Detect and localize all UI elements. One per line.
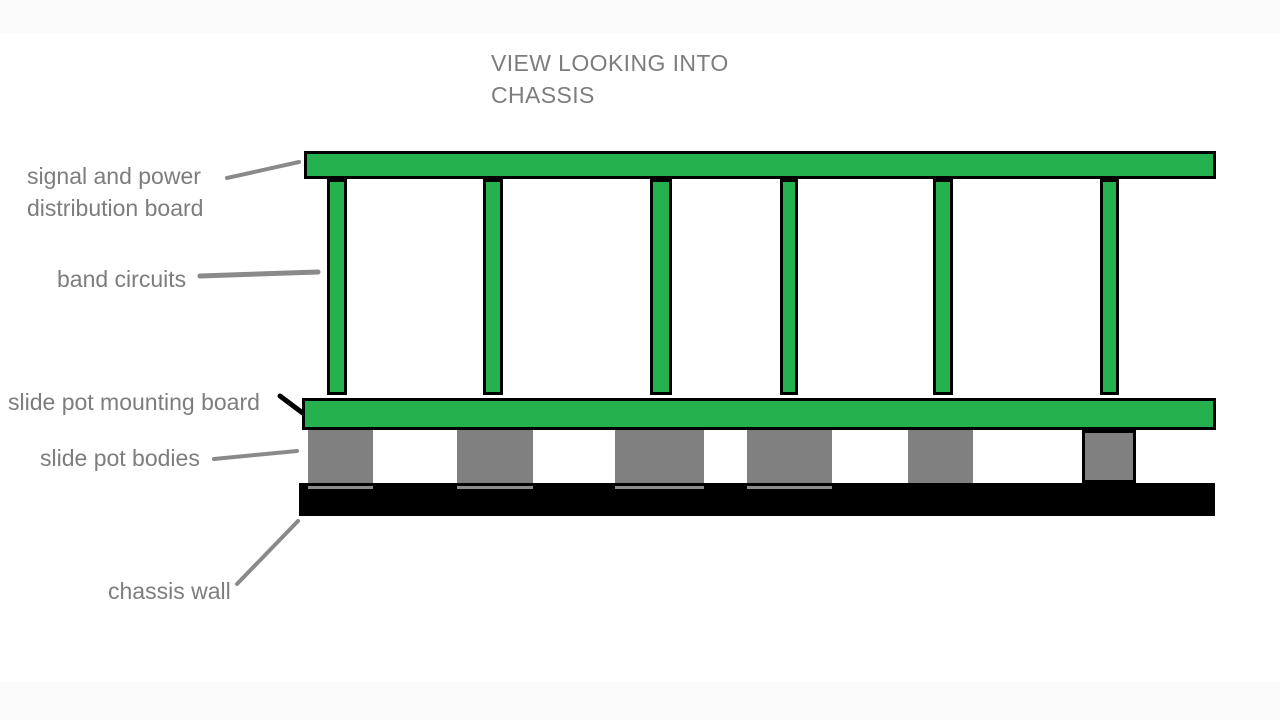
band-circuit-board-6 xyxy=(1100,179,1119,395)
label-signal-power-distribution-board: signal and power distribution board xyxy=(27,160,203,224)
slide-pot-slot-line-1 xyxy=(308,486,373,489)
slide-pot-mounting-board xyxy=(302,398,1216,430)
top-shade-band xyxy=(0,0,1280,34)
bottom-shade-band xyxy=(0,682,1280,720)
slide-pot-body-3 xyxy=(615,430,704,483)
label-signal-power-line-1: signal and power xyxy=(27,163,201,189)
slide-pot-body-5 xyxy=(908,430,973,483)
leader-chassis-wall xyxy=(235,519,300,586)
leader-band-circuits xyxy=(197,269,321,279)
slide-pot-body-2 xyxy=(457,430,533,483)
leader-signal-power-board xyxy=(225,160,301,180)
slide-pot-body-1 xyxy=(308,430,373,483)
slide-pot-slot-line-2 xyxy=(457,486,533,489)
band-circuit-board-4 xyxy=(780,179,798,395)
leader-mounting-board xyxy=(277,393,307,417)
leader-pot-bodies xyxy=(212,449,299,461)
label-slide-pot-mounting-board: slide pot mounting board xyxy=(8,389,260,415)
title-line-1: VIEW LOOKING INTO xyxy=(491,50,729,76)
label-band-circuits: band circuits xyxy=(57,266,187,292)
diagram-title: VIEW LOOKING INTO CHASSIS xyxy=(491,47,729,111)
signal-power-distribution-board xyxy=(304,151,1216,179)
title-line-2: CHASSIS xyxy=(491,82,595,108)
label-chassis-wall: chassis wall xyxy=(108,578,231,604)
label-signal-power-line-2: distribution board xyxy=(27,195,204,221)
slide-pot-slot-line-3 xyxy=(615,486,704,489)
slide-pot-body-4 xyxy=(747,430,832,483)
band-circuit-board-5 xyxy=(933,179,953,395)
slide-pot-slot-line-4 xyxy=(747,486,832,489)
band-circuit-board-2 xyxy=(483,179,503,395)
slide-pot-body-6 xyxy=(1082,430,1136,483)
band-circuit-board-3 xyxy=(650,179,672,395)
band-circuit-board-1 xyxy=(327,179,347,395)
label-slide-pot-bodies: slide pot bodies xyxy=(40,445,200,471)
